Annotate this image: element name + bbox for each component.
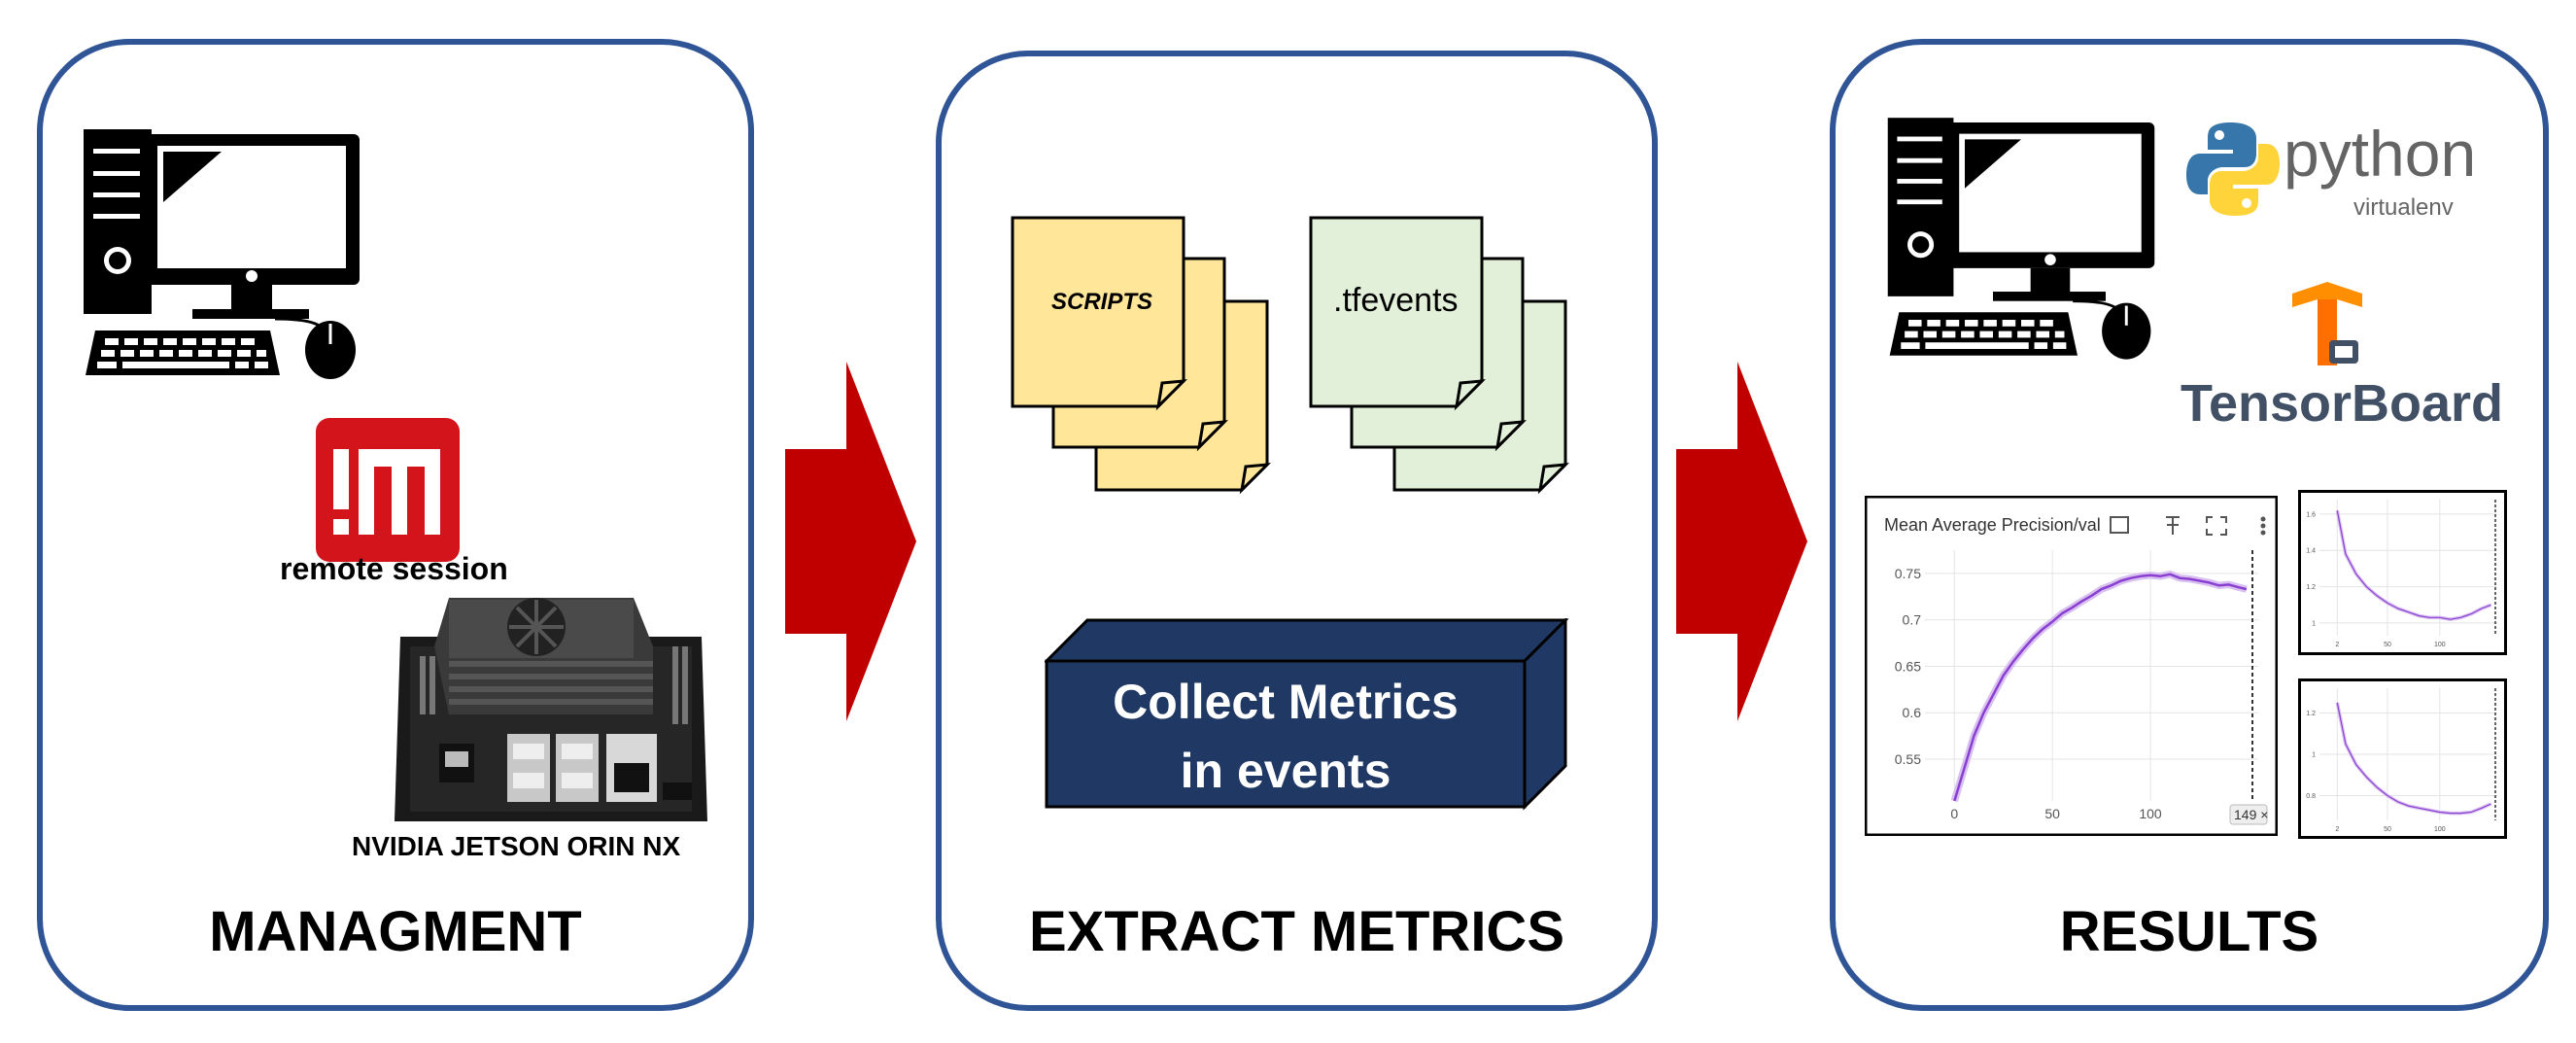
y-tick-label: 1.2 [2306,584,2316,591]
nvidia-jetson-board-icon [395,598,707,821]
fullscreen-icon[interactable] [2206,516,2227,536]
y-tick-label: 0.6 [1903,705,1922,720]
y-tick-label: 0.55 [1895,751,1921,767]
x-tick-label: 50 [2044,806,2060,821]
chart-title: Mean Average Precision/val [1884,515,2101,535]
y-tick-label: 1.6 [2306,511,2316,518]
tensorboard-label: TensorBoard [2181,374,2504,433]
desktop-computer-icon [84,129,360,379]
chart-toolbar [2110,516,2266,536]
collect-metrics-line2: in events [1180,744,1391,798]
x-tick-label: 0 [1950,806,1958,821]
x-tick-label: 100 [2139,806,2162,821]
python-label: python [2284,118,2477,190]
virtualenv-label: virtualenv [2353,194,2454,221]
extract-metrics-panel [936,51,1658,1011]
python-logo-icon [2186,122,2280,216]
small-chart-1: 1 1.2 1.4 1.6 2 50 100 [2298,490,2507,655]
y-tick-label: 1 [2312,751,2316,758]
tfevents-documents-icon [1309,216,1569,495]
y-tick-label: 1.4 [2306,548,2316,555]
x-tick-label: 50 [2384,642,2391,648]
series-line [2336,510,2491,620]
more-options-icon[interactable] [2260,516,2266,536]
step-badge-text: 149 × [2234,807,2268,822]
y-tick-label: 1.2 [2306,711,2316,717]
y-tick-label: 0.7 [1903,612,1922,628]
results-title: RESULTS [2059,900,2319,963]
remote-session-logo-icon [316,418,460,562]
arrow-right-icon [1676,362,1807,721]
y-tick-label: 0.8 [2306,793,2316,800]
x-tick-label: 50 [2384,826,2391,833]
x-tick-label: 100 [2434,826,2446,833]
scripts-label: SCRIPTS [1051,289,1153,315]
step-badge[interactable] [2229,804,2268,825]
map-chart: Mean Average Precision/val 0.55 0.6 0.65 0.… [1865,496,2278,836]
extract-metrics-title: EXTRACT METRICS [1029,900,1564,963]
x-tick-label: 100 [2434,642,2446,648]
tfevents-label: .tfevents [1333,282,1459,319]
series-line [1953,573,2248,802]
arrow-right-icon [785,362,916,721]
fit-domain-icon[interactable] [2110,516,2129,534]
management-title: MANAGMENT [209,900,582,963]
pin-icon[interactable] [2166,516,2180,535]
desktop-computer-icon [1887,118,2155,360]
small-chart-2: 0.8 1 1.2 2 50 100 [2298,678,2507,839]
tensorflow-logo-icon [2292,282,2362,365]
y-tick-label: 0.65 [1895,658,1921,674]
y-tick-label: 0.75 [1895,566,1921,581]
remote-session-label: remote session [280,551,508,586]
jetson-device-label: NVIDIA JETSON ORIN NX [352,831,681,861]
collect-metrics-line1: Collect Metrics [1113,675,1459,729]
scripts-documents-icon [1011,216,1271,495]
x-tick-label: 2 [2335,826,2339,833]
x-tick-label: 2 [2335,642,2339,648]
series-line [2336,702,2491,815]
collect-metrics-box-icon [1045,618,1569,811]
y-tick-label: 1 [2312,620,2316,627]
